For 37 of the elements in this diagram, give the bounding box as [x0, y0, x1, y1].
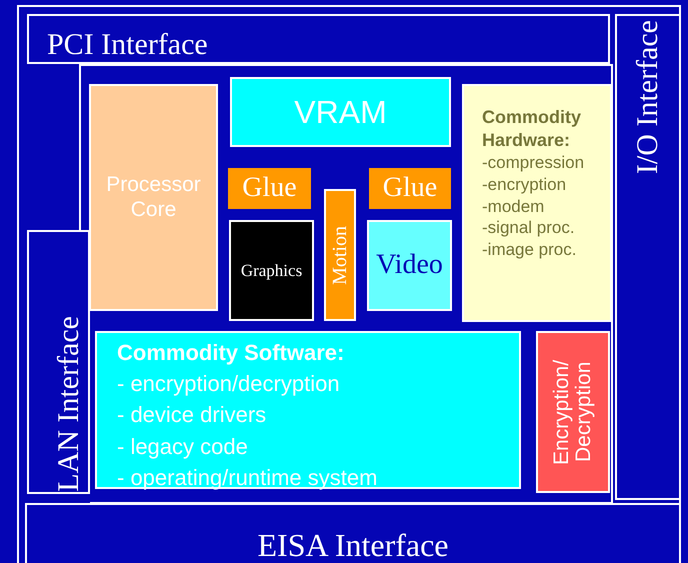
graphics-block — [229, 220, 314, 321]
block-label: Processor Core — [105, 173, 202, 222]
block-label: Graphics — [240, 260, 302, 280]
block-heading: Commodity Software: — [117, 339, 344, 367]
block-label: Encryption/ Decryption — [550, 358, 596, 467]
glue-block — [228, 168, 311, 209]
processor-block — [89, 84, 218, 311]
encryption-block — [536, 331, 610, 493]
block-label: Glue — [382, 172, 438, 205]
block-label: I/O Interface — [631, 20, 665, 174]
interface-box — [27, 230, 90, 494]
list-item: -modem — [482, 196, 544, 218]
block-label: LAN Interface — [52, 316, 86, 492]
list-item: -signal proc. — [482, 217, 575, 240]
video-block — [367, 220, 452, 311]
glue-block — [369, 168, 451, 209]
block-label: Video — [376, 249, 443, 282]
list-item: - operating/runtime system — [117, 464, 378, 492]
block-label: EISA Interface — [257, 528, 448, 563]
block-label: PCI Interface — [47, 30, 208, 60]
block-label: Glue — [242, 172, 297, 205]
software-block — [95, 331, 521, 489]
interface-box — [27, 14, 610, 64]
list-item: -encryption — [482, 174, 566, 196]
hardware-block — [462, 84, 612, 322]
list-item: - legacy code — [117, 432, 248, 461]
list-item: -image proc. — [482, 239, 576, 261]
list-item: - encryption/decryption — [117, 370, 340, 398]
block-label: VRAM — [294, 94, 387, 130]
interface-box — [25, 503, 681, 563]
block-heading: Commodity Hardware: — [482, 106, 582, 152]
motion-block — [324, 189, 356, 321]
interface-box — [615, 14, 681, 500]
memory-block — [230, 77, 451, 147]
list-item: - device drivers — [117, 401, 266, 430]
block-label: Motion — [330, 226, 350, 284]
list-item: -compression — [482, 152, 584, 174]
